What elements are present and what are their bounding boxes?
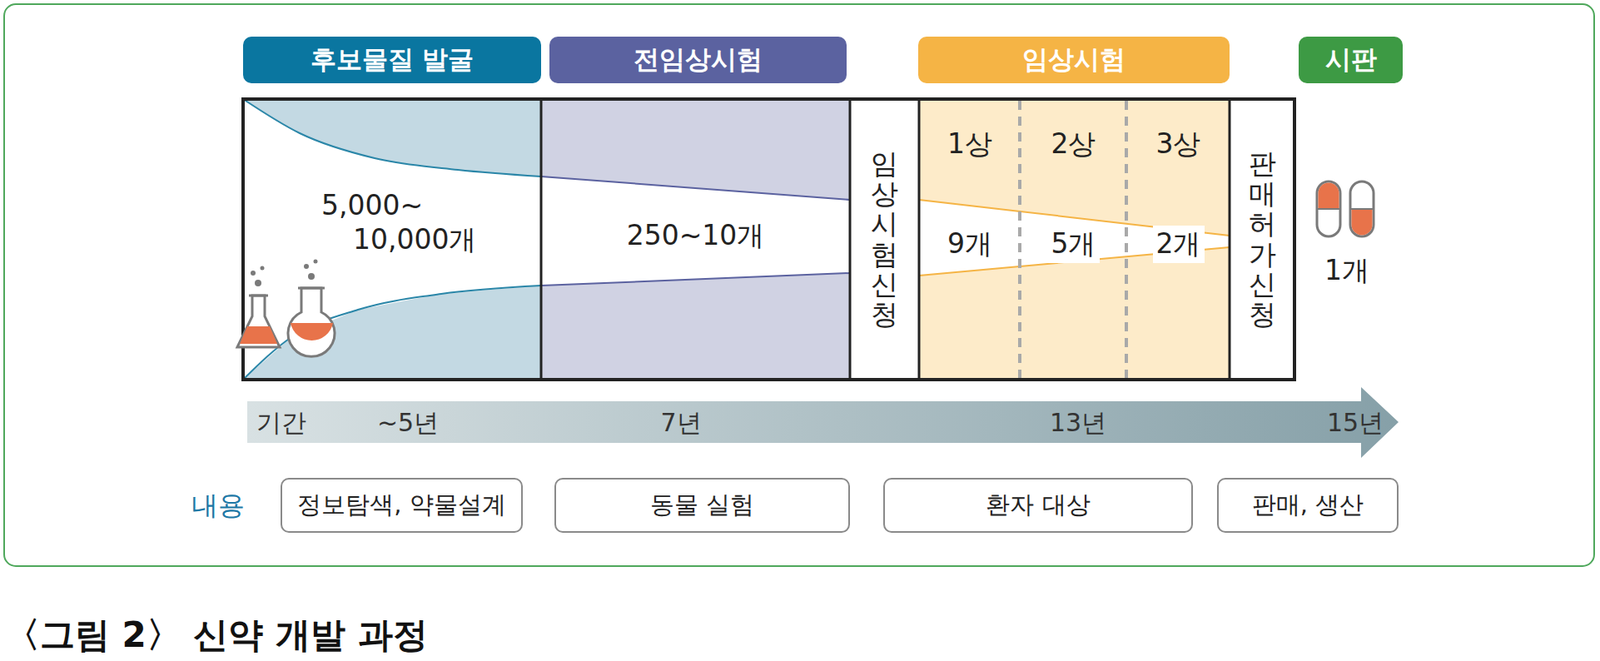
time-label: ~5년: [377, 406, 439, 441]
row-title: 내용: [191, 487, 245, 525]
funnel: [243, 99, 1230, 380]
stage-header: 시판: [1298, 36, 1403, 84]
preclinical-region: 250~10개: [541, 99, 850, 380]
count-label: 1개: [1324, 252, 1370, 290]
candidate-count: 9개: [944, 225, 996, 264]
candidate-count: 2개: [1152, 225, 1205, 264]
content-box: 정보탐색, 약물설계: [280, 477, 523, 533]
time-label: 15년: [1326, 406, 1384, 441]
application-box: 판매허가신청: [1231, 100, 1293, 378]
capsule-icons: [1316, 181, 1374, 237]
node-text: 판매, 생산: [1252, 488, 1364, 522]
node-text: 임상시험: [1022, 42, 1126, 78]
phase-name: 1상: [920, 125, 1019, 164]
node-text: 동물 실험: [650, 488, 755, 522]
content-box: 동물 실험: [554, 477, 850, 533]
outer-border: [4, 4, 1595, 567]
phase-name: 3상: [1127, 125, 1229, 164]
node-text: 시판: [1325, 42, 1377, 78]
phase-name: 2상: [1021, 125, 1126, 164]
candidate-region: 5,000~ 10,000개: [243, 99, 542, 380]
time-label: 13년: [1049, 406, 1107, 441]
axis-title: 기간: [256, 406, 307, 441]
stage-header: 후보물질 발굴: [243, 36, 542, 84]
node-text: 환자 대상: [985, 488, 1090, 522]
figure-caption: 〈그림 2〉 신약 개발 과정: [4, 611, 428, 659]
node-text: 정보탐색, 약물설계: [297, 488, 506, 522]
stage-header: 임상시험: [918, 36, 1230, 84]
frame: [243, 99, 1295, 380]
node-text: 후보물질 발굴: [310, 42, 475, 78]
application-box: 임상시험신청: [851, 100, 918, 378]
time-label: 7년: [660, 406, 701, 441]
candidate-count: 5,000~ 10,000개: [321, 188, 488, 259]
content-box: 환자 대상: [883, 477, 1193, 533]
phase-column: 3상 2개: [1127, 100, 1229, 378]
node-text: 판매허가신청: [1248, 149, 1277, 331]
stage-header: 전임상시험: [549, 36, 847, 84]
phase-column: 1상 9개: [920, 100, 1019, 378]
content-box: 판매, 생산: [1217, 477, 1399, 533]
candidate-count: 5개: [1048, 225, 1100, 264]
node-text: 전임상시험: [633, 42, 763, 78]
flask-icons: [237, 259, 335, 358]
node-text: 임상시험신청: [870, 149, 899, 331]
time-arrow: [247, 387, 1399, 458]
candidate-count: 250~10개: [626, 217, 766, 255]
phase-column: 2상 5개: [1021, 100, 1126, 378]
